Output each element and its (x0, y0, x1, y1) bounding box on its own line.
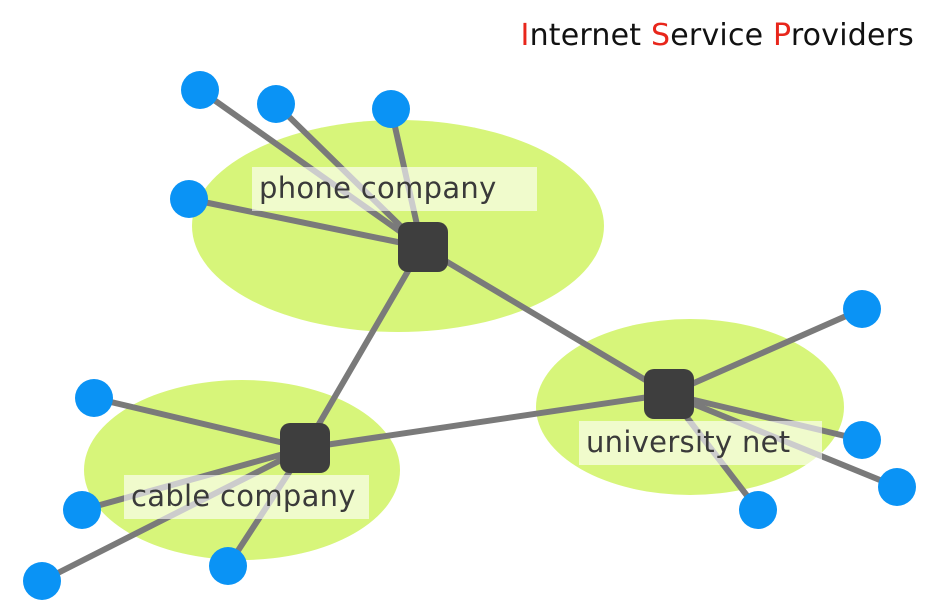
host-university-2 (843, 421, 881, 459)
link-phone-cable (302, 244, 425, 451)
router-phone-company (398, 222, 448, 272)
host-cable-2 (63, 491, 101, 529)
title-word-internet: nternet (529, 18, 652, 53)
title-initial-i: I (520, 18, 530, 53)
host-cable-4 (209, 547, 247, 585)
title-word-service: ervice (670, 18, 774, 53)
link-university-host-1 (666, 306, 865, 397)
page-title: Internet Service Providers (521, 18, 914, 53)
host-university-3 (878, 468, 916, 506)
host-university-1 (843, 290, 881, 328)
host-cable-3 (23, 562, 61, 600)
host-university-4 (739, 491, 777, 529)
title-initial-s: S (651, 18, 671, 53)
cable-company-label: cable company (124, 475, 369, 519)
title-initial-p: P (773, 18, 791, 53)
link-phone-host-4 (186, 196, 425, 250)
title-word-providers: roviders (790, 18, 914, 53)
link-university-host-2 (666, 391, 865, 443)
host-phone-2 (257, 85, 295, 123)
host-phone-3 (372, 90, 410, 128)
router-university-net (644, 369, 694, 419)
host-phone-1 (181, 71, 219, 109)
host-phone-4 (170, 180, 208, 218)
host-cable-1 (75, 379, 113, 417)
link-cable-host-1 (91, 395, 308, 451)
link-phone-university (419, 244, 672, 397)
university-net-label: university net (579, 421, 822, 465)
phone-company-label: phone company (252, 167, 537, 211)
router-cable-company (280, 423, 330, 473)
link-cable-university (302, 391, 672, 451)
